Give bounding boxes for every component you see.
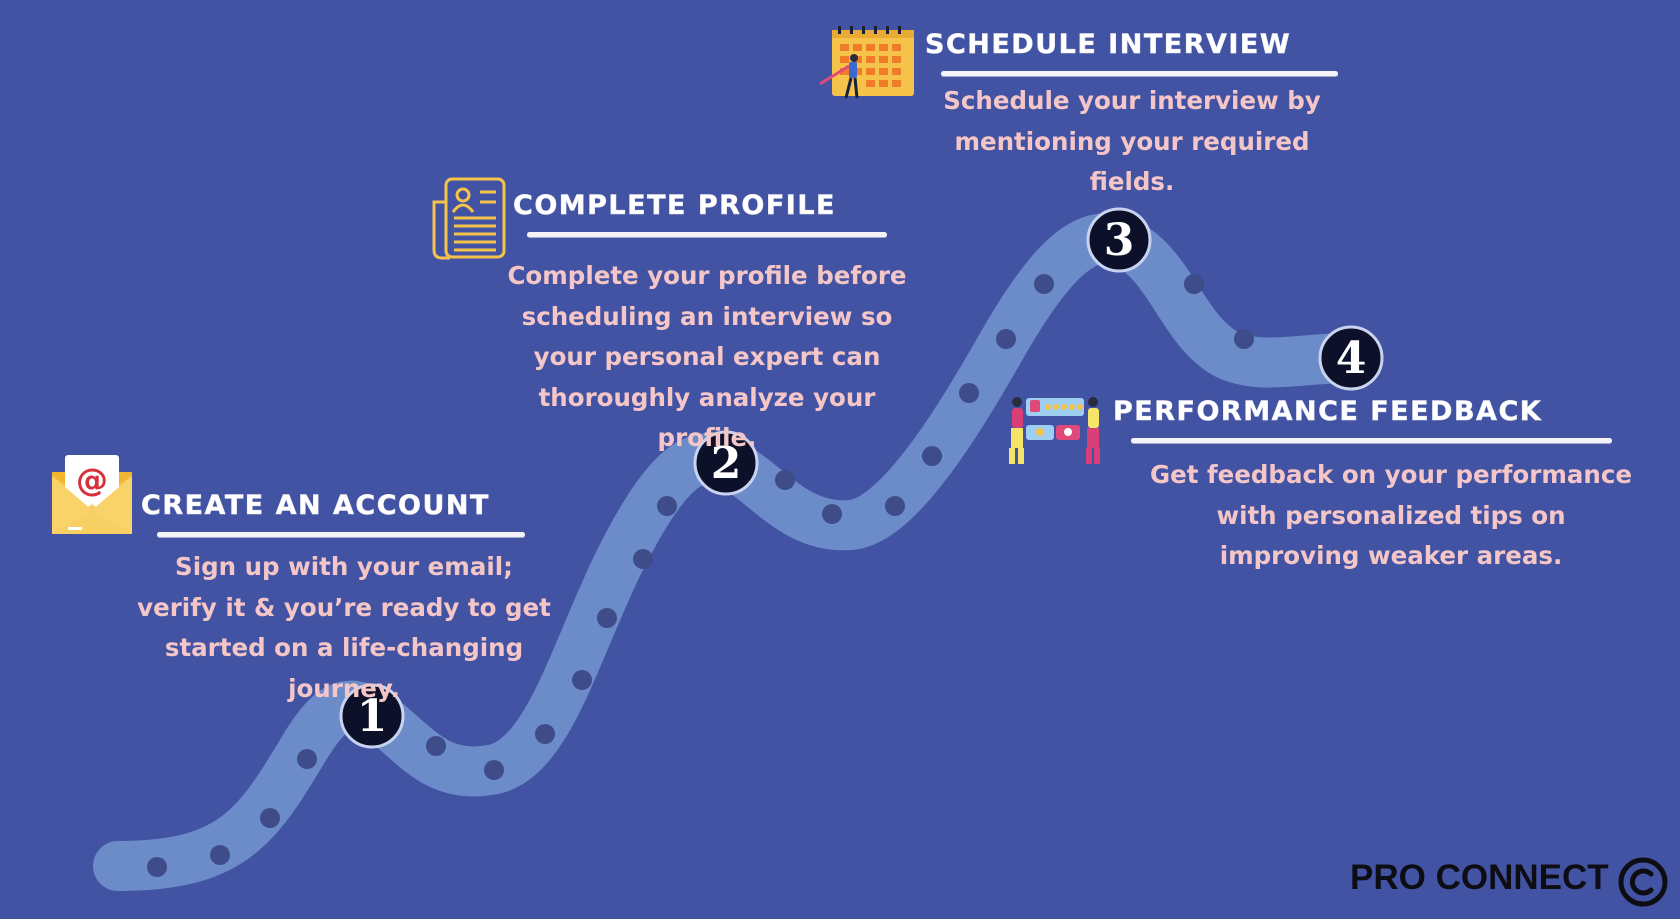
path-dot (959, 383, 979, 403)
step-3-underline (941, 71, 1338, 76)
step-badge-3: 3 (1086, 207, 1152, 273)
step-3-description: Schedule your interview by mentioning yo… (943, 86, 1321, 196)
path-dot (775, 470, 795, 490)
step-number: 1 (357, 691, 388, 742)
step-number: 4 (1336, 333, 1367, 384)
path-dot (572, 670, 592, 690)
step-2-title: COMPLETE PROFILE (513, 190, 837, 222)
path-dot (822, 504, 842, 524)
path-dot (922, 446, 942, 466)
step-number: 2 (711, 438, 742, 489)
svg-text:@: @ (76, 461, 108, 499)
feedback-review-icon (1009, 397, 1100, 464)
envelope-at-icon: @ (52, 455, 132, 534)
path-dot (1034, 274, 1054, 294)
brand-name: PRO CONNECT (1350, 858, 1609, 897)
step-2-underline (527, 232, 887, 237)
profile-document-icon (432, 177, 506, 260)
step-badge-4: 4 (1318, 325, 1384, 391)
path-dot (297, 749, 317, 769)
step-2-description: Complete your profile before scheduling … (507, 261, 907, 452)
path-dot (633, 549, 653, 569)
step-1-title: CREATE AN ACCOUNT (141, 490, 490, 522)
copyright-icon (1618, 857, 1668, 907)
step-number: 3 (1104, 215, 1135, 266)
path-dot (885, 496, 905, 516)
step-4-underline (1131, 438, 1612, 443)
path-dot (210, 845, 230, 865)
path-dot (996, 329, 1016, 349)
step-badge-1: 1 (339, 683, 405, 749)
path-dot (484, 760, 504, 780)
path-dots (147, 274, 1254, 877)
path-dot (147, 857, 167, 877)
step-4-title: PERFORMANCE FEEDBACK (1113, 396, 1543, 428)
path-dot (597, 608, 617, 628)
step-3-title: SCHEDULE INTERVIEW (925, 29, 1292, 61)
step-1-underline (157, 532, 525, 537)
step-4-description: Get feedback on your performance with pe… (1150, 460, 1632, 570)
path-dot (1234, 329, 1254, 349)
path-dot (657, 496, 677, 516)
calendar-icon (819, 26, 914, 99)
path-dot (1184, 274, 1204, 294)
path-dot (260, 808, 280, 828)
path-dot (426, 736, 446, 756)
path-dot (535, 724, 555, 744)
step-1-description: Sign up with your email; verify it & you… (137, 552, 551, 703)
step-badge-2: 2 (693, 430, 759, 496)
